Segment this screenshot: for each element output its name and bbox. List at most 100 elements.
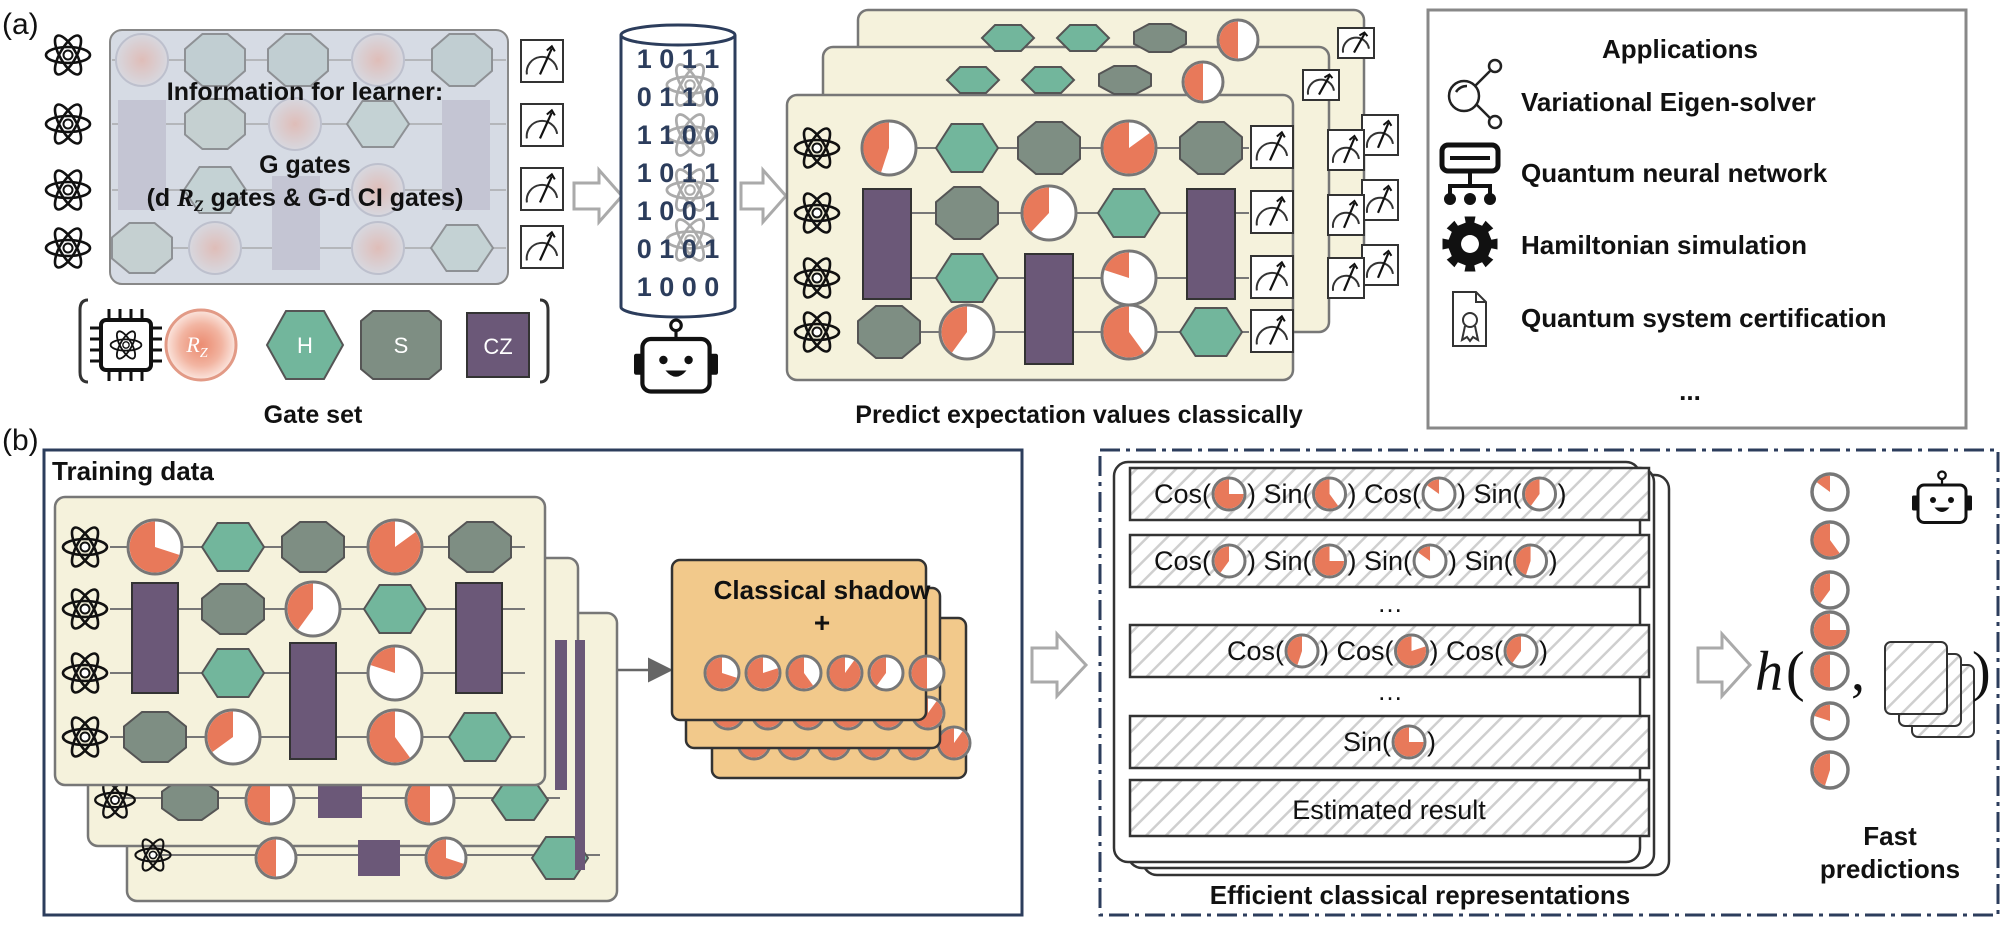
rz-ghost [268, 97, 322, 151]
pie-slice [1315, 479, 1339, 509]
s-gate-label: S [394, 333, 409, 358]
robot-mouth [665, 370, 687, 377]
meter-tip [1348, 262, 1359, 270]
rep-row [1128, 623, 1651, 679]
atom-nucleus [62, 184, 74, 196]
cz-gate [1024, 253, 1074, 365]
hatched-cards-icon [1884, 641, 1975, 738]
meter-box [520, 167, 564, 211]
meter-tip [1382, 249, 1393, 257]
rep-dots: … [1377, 588, 1403, 618]
rep-caption: Efficient classical representations [1210, 880, 1631, 910]
prediction-pies [1810, 472, 1850, 790]
meter-tip [1348, 199, 1359, 207]
atom-orbit [674, 218, 706, 262]
atom-nucleus [684, 184, 696, 196]
meter-tip [1276, 260, 1286, 268]
atom-orbit [53, 103, 83, 145]
atom-orbit [674, 113, 706, 157]
atom-orbit [674, 168, 706, 212]
robot-antenna-tip [1937, 470, 1947, 481]
meter-box [520, 225, 564, 269]
rep-text: ) Cos( [1320, 636, 1394, 666]
meter-box [1250, 190, 1294, 234]
meter-needle [1268, 263, 1283, 291]
atom-nucleus [79, 603, 91, 615]
bit-string: 1 0 1 1 [637, 158, 720, 188]
gate-set-caption: Gate set [264, 401, 363, 429]
robot-eye [684, 355, 693, 365]
rep-text: Sin( [1343, 727, 1391, 757]
atom-orbit [134, 847, 172, 863]
robot-eye [1930, 497, 1936, 503]
atom-orbit [61, 663, 109, 683]
atom-nucleus [62, 242, 74, 254]
rep-text: ) [1549, 546, 1558, 576]
atom-nucleus [811, 272, 823, 284]
pie-slice [1813, 613, 1847, 647]
meter-arc [525, 55, 559, 75]
h-close-paren: ) [1972, 641, 1991, 703]
atom-icon [109, 330, 143, 360]
bit-string: 0 1 1 0 [637, 82, 720, 112]
estimated-result-text: Estimated result [1292, 795, 1486, 825]
bit-string: 1 0 1 1 [637, 44, 720, 74]
h-gate [945, 66, 1001, 94]
atom-orbit [115, 330, 137, 360]
atom-orbit [70, 526, 100, 568]
atom-orbit [53, 227, 83, 269]
meter-arc [1255, 325, 1289, 345]
atom-orbit [793, 268, 841, 288]
robot-learner-icon [634, 318, 718, 394]
h-gate [200, 522, 266, 572]
pie-slice [1214, 546, 1230, 573]
s-gate [857, 305, 921, 359]
meter-arc [1331, 274, 1360, 291]
rz-gate-label: RZ [185, 332, 207, 361]
pie-slice [1397, 636, 1427, 666]
meter-arc [1255, 206, 1289, 226]
app-item-variational: Variational Eigen-solver [1521, 87, 1816, 117]
meter-needle [1318, 75, 1331, 96]
learner-title: Information for learner: [167, 78, 443, 106]
s-gate [281, 521, 345, 573]
meter-needle [1268, 133, 1283, 161]
atom-nucleus [62, 49, 74, 61]
atom-orbit [70, 526, 100, 568]
rz-gate-symbol [164, 308, 238, 382]
h-gate [182, 166, 248, 214]
pie-slice [1287, 636, 1303, 665]
atom-icon [134, 838, 172, 872]
cz-gate-label: CZ [483, 334, 512, 359]
meter-tip [1276, 130, 1286, 138]
atom-orbit [793, 203, 841, 223]
pie-slice [369, 711, 410, 763]
robot-head [640, 336, 712, 394]
meter-box [1327, 257, 1365, 299]
h-gate [1178, 307, 1244, 357]
meter-tip [1323, 73, 1334, 79]
pie-slice [863, 122, 889, 173]
meter-tip [1382, 119, 1393, 127]
meter-needle [538, 47, 553, 75]
meter-arc [525, 241, 559, 261]
pie-slice [369, 521, 421, 573]
atom-orbit [793, 322, 841, 342]
rep-text: Cos( [1154, 546, 1211, 576]
h-open-paren: ( [1786, 641, 1805, 703]
atom-icon [61, 716, 109, 758]
meter-needle [1376, 122, 1390, 149]
atom-nucleus [811, 326, 823, 338]
cz-gate [862, 188, 912, 300]
h-gate [362, 584, 428, 634]
atom-icon [44, 227, 92, 269]
rz-ghost [188, 221, 242, 275]
meter-needle [1376, 187, 1390, 214]
meter-needle [538, 233, 553, 261]
pie-slice [1516, 546, 1531, 575]
bit-string: 0 1 0 1 [637, 234, 720, 264]
atom-icon [793, 257, 841, 299]
atom-orbit [53, 227, 83, 269]
s-gate [935, 186, 999, 240]
